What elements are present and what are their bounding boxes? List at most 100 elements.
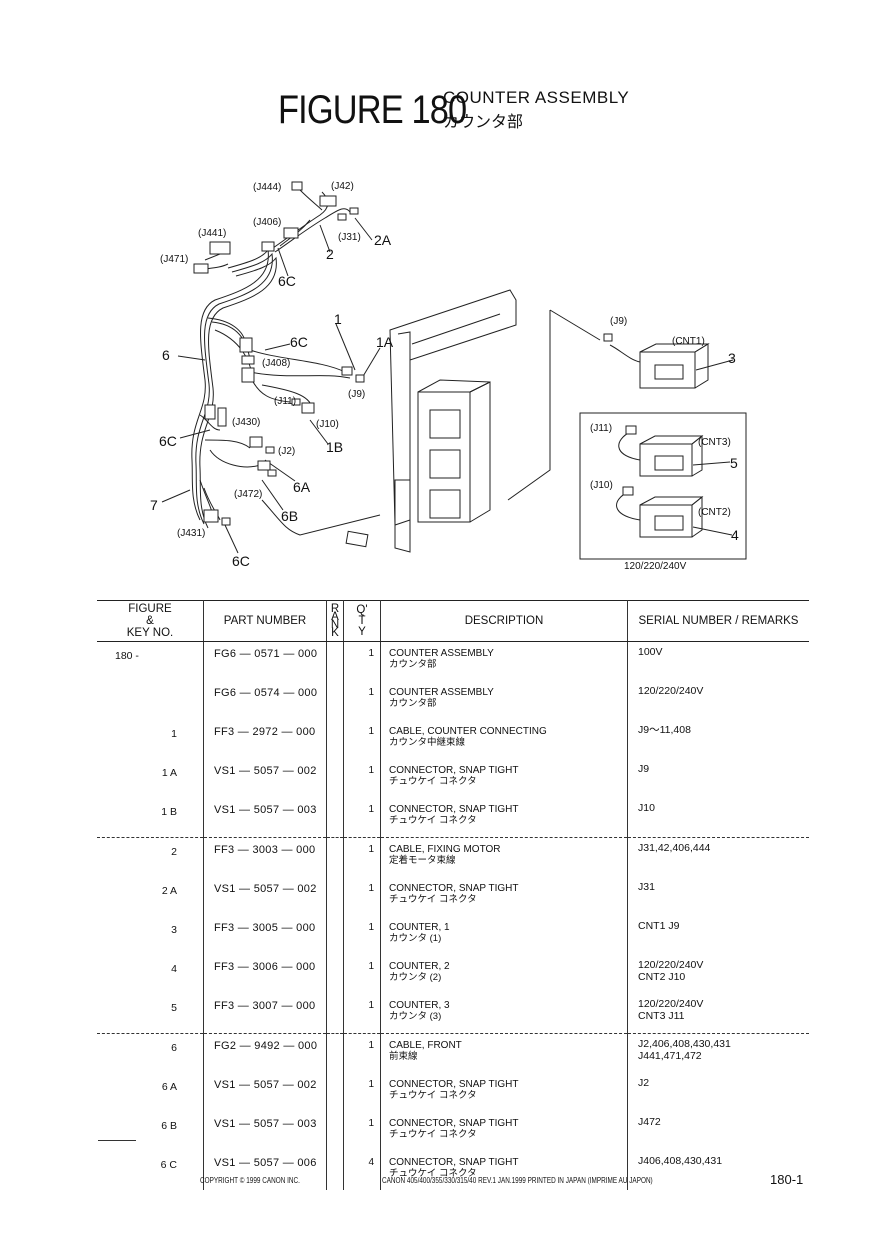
- rank-cell: [326, 916, 344, 955]
- label-3: 3: [728, 350, 736, 366]
- short-rule: [98, 1140, 136, 1141]
- remarks-cell: J406,408,430,431: [638, 1155, 723, 1167]
- label-6c-left: 6C: [159, 433, 177, 449]
- description-en: COUNTER ASSEMBLY: [389, 687, 494, 698]
- header-description: DESCRIPTION: [380, 600, 628, 642]
- key-no-cell: 6 A: [97, 1073, 204, 1112]
- label-j2: (J2): [278, 446, 295, 457]
- qty-cell: 1: [343, 1112, 381, 1151]
- description-jp: チュウケイ コネクタ: [389, 815, 477, 826]
- label-j444: (J444): [253, 182, 281, 193]
- rank-cell: [326, 720, 344, 759]
- header-part-number: PART NUMBER: [203, 600, 327, 642]
- label-2: 2: [326, 246, 334, 262]
- label-j11: (J11): [274, 396, 296, 407]
- description-en: CABLE, COUNTER CONNECTING: [389, 726, 547, 737]
- key-no-cell: 6 B: [97, 1112, 204, 1151]
- label-7: 7: [150, 497, 158, 513]
- key-no-cell: 1 B: [97, 798, 204, 838]
- description-jp: チュウケイ コネクタ: [389, 1090, 477, 1101]
- key-no-cell: 180 -: [97, 641, 204, 681]
- description-jp: カウンタ部: [389, 698, 437, 709]
- label-6b: 6B: [281, 508, 298, 524]
- label-2a: 2A: [374, 232, 392, 248]
- part-number-cell: FF3 — 2972 — 000: [203, 720, 327, 759]
- part-number-cell: FG6 — 0571 — 000: [203, 641, 327, 681]
- key-no-cell: 4: [97, 955, 204, 994]
- qty-cell: 1: [343, 681, 381, 720]
- key-no-cell: 6: [97, 1033, 204, 1073]
- label-j441: (J441): [198, 228, 226, 239]
- page-number: 180-1: [770, 1172, 804, 1187]
- label-cnt3: (CNT3): [698, 437, 731, 448]
- description-jp: チュウケイ コネクタ: [389, 894, 477, 905]
- label-5: 5: [730, 455, 738, 471]
- part-number-cell: FF3 — 3007 — 000: [203, 994, 327, 1034]
- part-number-cell: VS1 — 5057 — 003: [203, 798, 327, 838]
- part-number-cell: FF3 — 3003 — 000: [203, 837, 327, 877]
- remarks-cell: 120/220/240V: [638, 685, 704, 697]
- description-jp: カウンタ部: [389, 659, 437, 670]
- figure-number: FIGURE 180: [278, 88, 467, 132]
- label-6c-bottom: 6C: [232, 553, 250, 569]
- part-number-cell: VS1 — 5057 — 006: [203, 1151, 327, 1190]
- label-voltage: 120/220/240V: [624, 561, 687, 572]
- header-serial: SERIAL NUMBER / REMARKS: [627, 600, 809, 642]
- qty-cell: 1: [343, 759, 381, 798]
- header-qty: Q' T Y: [343, 600, 381, 642]
- key-no-cell: 3: [97, 916, 204, 955]
- part-number-cell: FF3 — 3005 — 000: [203, 916, 327, 955]
- label-6: 6: [162, 347, 170, 363]
- figure-title: COUNTER ASSEMBLY: [443, 88, 630, 107]
- remarks-cell: 120/220/240V CNT2 J10: [638, 959, 704, 983]
- part-number-cell: FG2 — 9492 — 000: [203, 1033, 327, 1073]
- qty-cell: 1: [343, 877, 381, 916]
- key-no-cell: 1 A: [97, 759, 204, 798]
- qty-cell: 1: [343, 641, 381, 681]
- description-en: CABLE, FIXING MOTOR: [389, 844, 501, 855]
- header-figure-key: FIGURE & KEY NO.: [97, 600, 204, 642]
- description-jp: 前束線: [389, 1051, 418, 1062]
- label-j408: (J408): [262, 358, 290, 369]
- remarks-cell: J2: [638, 1077, 650, 1089]
- label-j9: (J9): [348, 389, 365, 400]
- exploded-diagram: (J444) (J42) (J406) (J31) 2A (J441) 2 (J…: [150, 181, 747, 572]
- label-j10-box: (J10): [590, 480, 613, 491]
- rank-cell: [326, 1073, 344, 1112]
- label-j31: (J31): [338, 232, 361, 243]
- rank-cell: [326, 759, 344, 798]
- label-j9-cnt1: (J9): [610, 316, 627, 327]
- description-en: CONNECTOR, SNAP TIGHT: [389, 765, 519, 776]
- label-j431: (J431): [177, 528, 205, 539]
- description-jp: カウンタ (1): [389, 933, 442, 944]
- qty-cell: 1: [343, 720, 381, 759]
- qty-cell: 1: [343, 994, 381, 1034]
- rank-cell: [326, 798, 344, 838]
- label-j406: (J406): [253, 217, 281, 228]
- rank-cell: [326, 837, 344, 877]
- table-header: FIGURE & KEY NO. PART NUMBER R A N K Q' …: [97, 600, 809, 642]
- description-en: CONNECTOR, SNAP TIGHT: [389, 1079, 519, 1090]
- rank-cell: [326, 1112, 344, 1151]
- rank-cell: [326, 877, 344, 916]
- description-jp: チュウケイ コネクタ: [389, 1129, 477, 1140]
- label-j472: (J472): [234, 489, 262, 500]
- qty-cell: 1: [343, 798, 381, 838]
- key-no-cell: 2: [97, 837, 204, 877]
- rank-cell: [326, 681, 344, 720]
